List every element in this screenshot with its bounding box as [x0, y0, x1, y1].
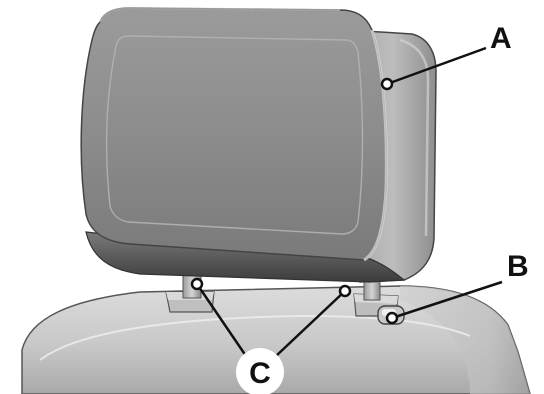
callout-b-label: B	[507, 250, 529, 283]
callout-b-dot	[387, 313, 397, 323]
callout-c-dot-left	[192, 279, 202, 289]
callout-a-label: A	[490, 22, 512, 55]
callout-c-label: C	[249, 357, 271, 390]
headrest-cushion	[81, 8, 436, 282]
callout-c-dot-right	[340, 286, 350, 296]
callout-a-dot	[382, 79, 392, 89]
